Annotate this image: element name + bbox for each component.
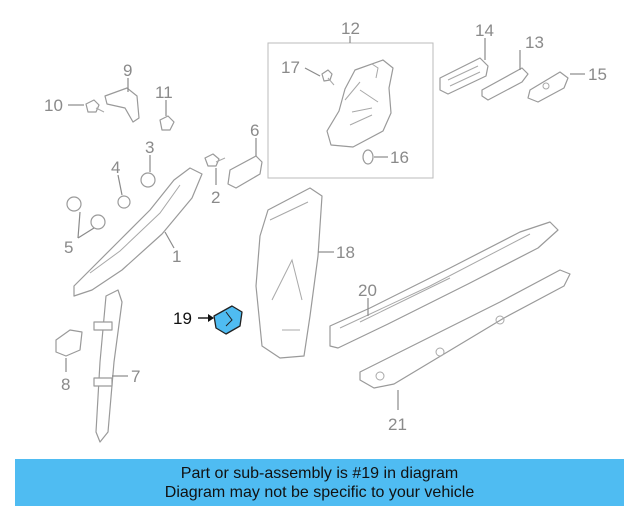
part-10-screw	[85, 99, 105, 113]
callout-18: 18	[336, 243, 355, 262]
part-6	[227, 155, 263, 189]
callout-15: 15	[588, 65, 607, 84]
callout-19: 19	[173, 309, 192, 328]
part-14	[439, 57, 489, 95]
callout-13: 13	[525, 33, 544, 52]
callout-17: 17	[281, 58, 300, 77]
callout-21: 21	[388, 415, 407, 434]
part-7	[93, 289, 123, 443]
callout-12: 12	[341, 19, 360, 38]
banner-line-2: Diagram may not be specific to your vehi…	[164, 483, 475, 501]
callout-9: 9	[123, 61, 132, 80]
info-banner: Part or sub-assembly is #19 in diagram D…	[15, 459, 624, 506]
part-11-clip	[159, 115, 175, 131]
part-20-sill	[329, 221, 559, 349]
callout-1: 1	[172, 247, 181, 266]
part-21-bracket	[359, 269, 571, 389]
callout-3: 3	[145, 138, 154, 157]
part-16-clip	[362, 149, 374, 165]
part-3-clip	[140, 172, 156, 188]
part-18-pillar-trim	[255, 187, 323, 359]
callout-6: 6	[250, 121, 259, 140]
callout-10: 10	[44, 96, 63, 115]
part-9	[104, 87, 140, 123]
part-5-fasteners	[66, 196, 106, 230]
callout-11: 11	[155, 83, 173, 102]
callout-4: 4	[111, 158, 120, 177]
part-12-bracket	[326, 59, 394, 148]
part-15	[527, 71, 569, 103]
part-8	[55, 329, 83, 357]
part-4-clip	[117, 195, 131, 209]
callout-20: 20	[358, 281, 377, 300]
callout-7: 7	[131, 367, 140, 386]
part-13	[481, 67, 529, 101]
callout-8: 8	[61, 375, 70, 394]
callout-5: 5	[64, 238, 73, 257]
part-19	[213, 305, 243, 335]
callout-2: 2	[211, 188, 220, 207]
callout-14: 14	[475, 21, 494, 40]
callout-16: 16	[390, 148, 409, 167]
part-2-screw	[204, 153, 226, 167]
part-1-pillar-trim	[73, 167, 203, 297]
banner-line-1: Part or sub-assembly is #19 in diagram	[180, 464, 459, 482]
part-17-screw	[321, 69, 335, 86]
parts-diagram: 1 2 3 4 5 6 7 8 9 10 11 12 13 14 15 16 1…	[44, 19, 607, 443]
